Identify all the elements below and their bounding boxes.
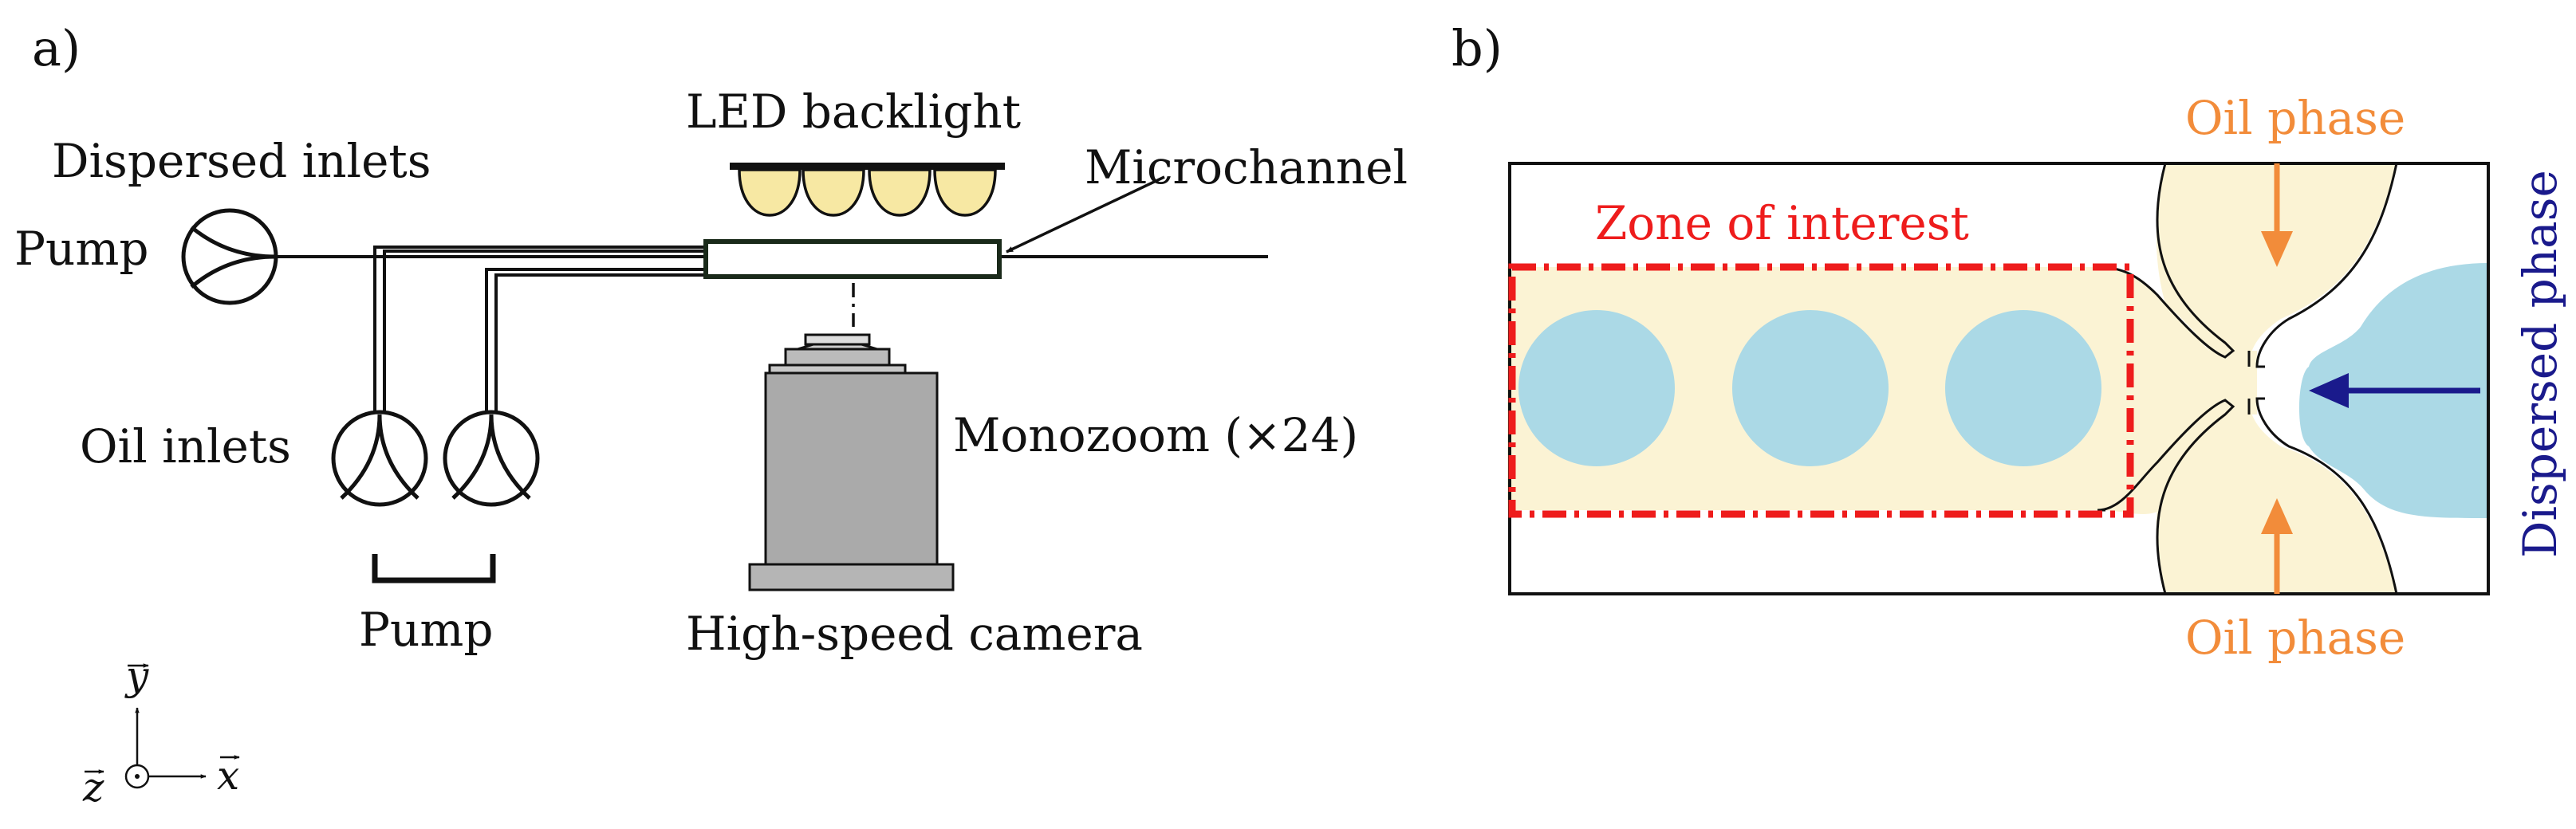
oil-phase-bottom-label: Oil phase <box>2185 611 2405 665</box>
oil-pump-2-icon <box>443 410 540 507</box>
pump-bottom-label: Pump <box>359 603 494 657</box>
panel-a: a) Dispersed inlets Pump LED backlight M… <box>14 19 1408 811</box>
microchannel-pointer-arrow <box>1006 175 1165 253</box>
zone-of-interest-label: Zone of interest <box>1595 196 1969 250</box>
droplet-3 <box>1945 310 2101 466</box>
led-backlight-icon <box>730 163 1005 217</box>
panel-a-letter: a) <box>32 19 81 77</box>
droplet-1 <box>1518 310 1675 466</box>
droplet-2 <box>1732 310 1889 466</box>
camera-icon <box>748 333 955 591</box>
dispersed-inflow-arrow <box>2309 373 2480 408</box>
oil-inlet-bottom-region <box>2156 399 2397 594</box>
pump-left-label: Pump <box>14 222 149 276</box>
oil-inflow-arrow-top <box>2261 163 2293 267</box>
y-axis-label: y <box>124 653 149 699</box>
oil-inflow-arrow-bottom <box>2261 498 2293 594</box>
panel-b-letter: b) <box>1451 19 1503 77</box>
microchannel-icon <box>703 239 1002 279</box>
oil-inlets-label: Oil inlets <box>80 419 291 473</box>
microchannel-label: Microchannel <box>1085 140 1408 194</box>
oil-pump-1-icon <box>331 410 428 507</box>
oil-phase-top-label: Oil phase <box>2185 91 2405 145</box>
zone-of-interest-box <box>1508 263 2134 518</box>
led-backlight-label: LED backlight <box>686 84 1021 139</box>
dispersed-phase-label: Dispersed phase <box>2513 170 2567 558</box>
x-axis-label: x <box>217 752 239 799</box>
coordinate-axes: y z x <box>82 653 240 811</box>
panel-b: b) Zone of interest <box>1451 19 2567 665</box>
dispersed-inlets-label: Dispersed inlets <box>52 134 431 188</box>
dispersed-pump-icon <box>181 208 278 305</box>
pump-bracket <box>372 554 496 583</box>
camera-label: High-speed camera <box>686 607 1143 661</box>
tubing-lines <box>276 246 1268 418</box>
monozoom-label: Monozoom (×24) <box>953 408 1358 462</box>
